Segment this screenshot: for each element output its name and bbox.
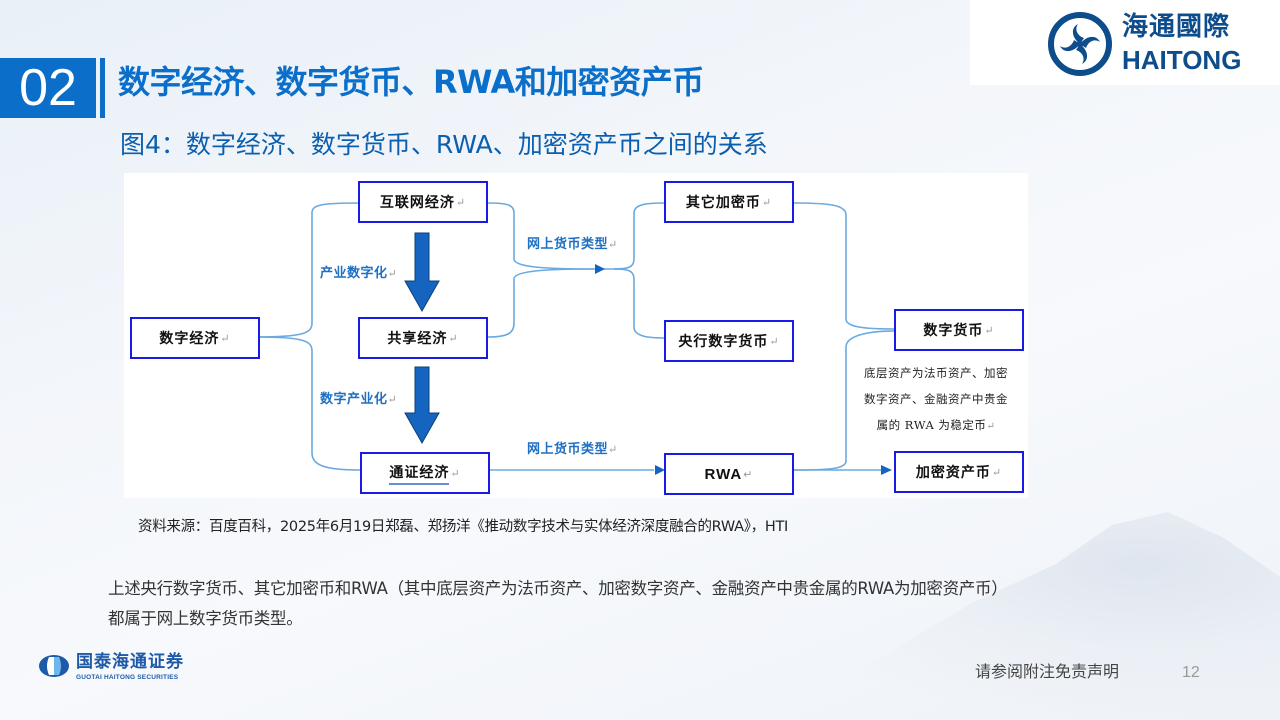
node-other-crypto: 其它加密币↵ [664,181,794,223]
node-sharing-economy: 共享经济↵ [358,317,488,359]
page-title: 数字经济、数字货币、RWA和加密资产币 [118,63,704,101]
return-mark-icon: ↵ [991,465,1003,479]
arrowhead-online-top [595,264,605,274]
relationship-diagram: 数字经济↵ 互联网经济↵ 共享经济↵ 通证经济↵ 其它加密币↵ 央行数字货币↵ … [124,173,1028,498]
logo-english-text: HAITONG [1122,45,1242,75]
connector-other-to-digital [793,202,895,330]
label-industry-digitalization: 产业数字化↵ [320,266,398,281]
node-digital-currency: 数字货币↵ [894,309,1024,351]
footer-logo-chinese: 国泰海通证券 [76,652,184,672]
node-digital-economy: 数字经济↵ [130,317,260,359]
section-divider-bar [100,58,105,118]
block-arrow-internet-to-sharing [404,232,440,313]
connector-internet-to-online [487,202,595,270]
connector-digital-to-internet [255,202,361,338]
return-mark-icon: ↵ [448,331,459,345]
body-paragraph: 上述央行数字货币、其它加密币和RWA（其中底层资产为法币资产、加密数字资产、金融… [108,579,1008,628]
footer-logo: 国泰海通证券 GUOTAI HAITONG SECURITIES [38,652,238,684]
node-cbdc: 央行数字货币↵ [664,320,794,362]
stablecoin-note: 底层资产为法币资产、加密 数字资产、金融资产中贵金 属的 RWA 为稳定币↵ [864,366,1008,432]
diagram-connectors [255,202,895,475]
connector-sharing-to-online [487,268,595,338]
connector-online-to-other [613,202,665,270]
footer-logo-english: GUOTAI HAITONG SECURITIES [76,674,179,681]
return-mark-icon: ↵ [984,323,995,337]
arrowhead-to-crypto [881,465,892,475]
node-crypto-asset: 加密资产币↵ [894,451,1024,493]
node-internet-economy: 互联网经济↵ [358,181,488,223]
haitong-emblem-icon [1048,12,1112,76]
disclaimer-link[interactable]: 请参阅附注免责声明 [975,662,1120,681]
block-arrow-sharing-to-token [404,366,440,445]
haitong-logo: 海通國際 HAITONG [970,0,1280,85]
return-mark-icon: ↵ [455,195,467,209]
page-number: 12 [1182,664,1200,681]
label-digital-industrialization: 数字产业化↵ [320,392,398,407]
figure-title: 图4：数字经济、数字货币、RWA、加密资产币之间的关系 [120,130,768,159]
node-rwa: RWA↵ [664,453,794,495]
return-mark-icon: ↵ [220,331,231,345]
section-number-badge: 02 [0,58,96,118]
return-mark-icon: ↵ [769,334,780,348]
arrowhead-to-rwa [655,465,665,475]
node-token-economy: 通证经济↵ [360,452,490,494]
label-online-currency-bottom: 网上货币类型↵ [527,442,618,457]
connector-digital-to-token [255,336,361,471]
return-mark-icon: ↵ [450,466,461,480]
return-mark-icon: ↵ [761,195,773,209]
guotai-haitong-emblem-icon [39,655,69,677]
return-mark-icon: ↵ [743,468,754,481]
logo-chinese-text: 海通國際 [1122,12,1231,42]
connector-online-to-cbdc [613,268,665,339]
label-online-currency-top: 网上货币类型↵ [527,237,618,252]
source-note: 资料来源：百度百科，2025年6月19日郑磊、郑扬洋《推动数字技术与实体经济深度… [138,519,789,535]
